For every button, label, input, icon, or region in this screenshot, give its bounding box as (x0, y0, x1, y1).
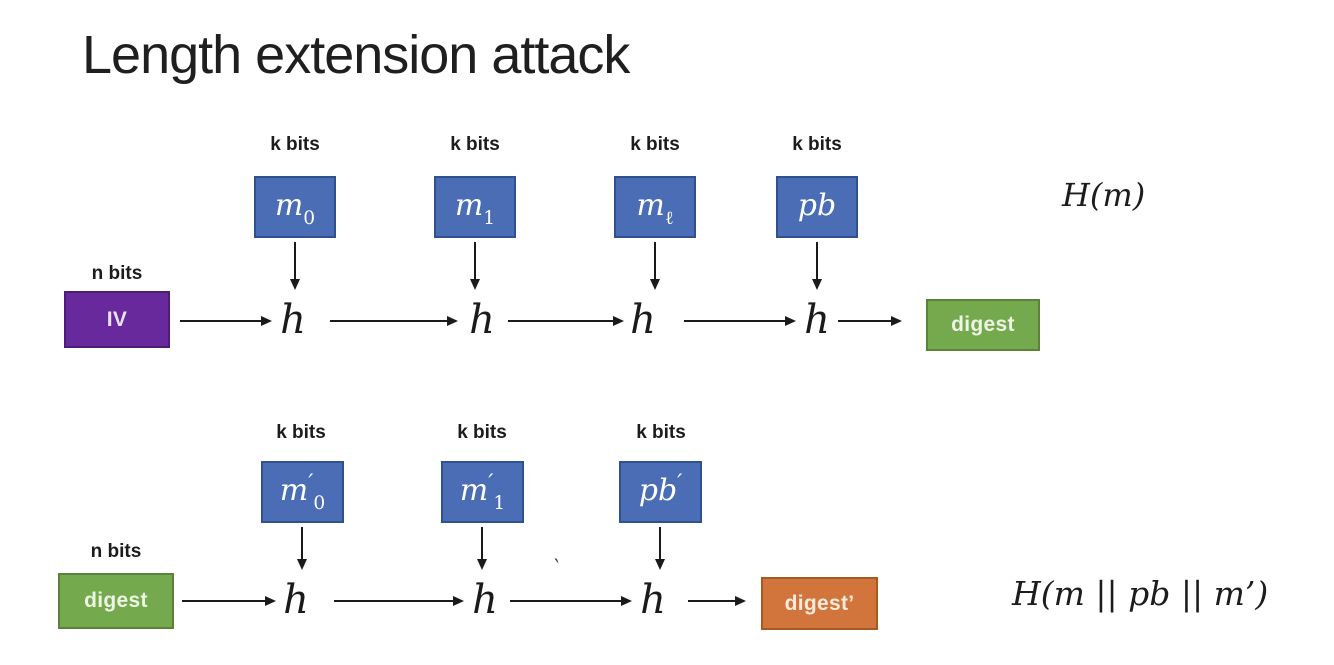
down-arrow-m0-prime (297, 527, 307, 570)
h-node-1: h (280, 297, 306, 343)
kbits-label-m0p: k bits (276, 422, 326, 443)
block-pb-prime-label: pb′ (638, 470, 683, 509)
h-node-5: h (283, 577, 309, 623)
formula-extended: H(m || pb || m’) (1012, 574, 1269, 613)
kbits-label-m1p: k bits (457, 422, 507, 443)
block-m0-prime-label: m′0 (279, 470, 326, 515)
digest-label: digest (951, 313, 1015, 336)
flow-arrow-h6-h7 (510, 596, 632, 606)
iv-box: IV (64, 291, 170, 348)
nbits-label-bottom: n bits (90, 541, 142, 562)
formula-hm: H(m) (1062, 176, 1146, 214)
slide-title: Length extension attack (82, 25, 630, 85)
flow-arrow-h3-h4 (684, 316, 796, 326)
block-m1-prime-label: m′1 (459, 470, 506, 515)
block-m1-label: m1 (454, 188, 496, 230)
block-pb: pb (776, 176, 858, 238)
kbits-label-m0: k bits (270, 134, 320, 155)
down-arrow-pb (812, 242, 822, 290)
block-m0: m0 (254, 176, 336, 238)
iv-label: IV (106, 307, 128, 331)
block-pb-prime: pb′ (619, 461, 702, 523)
digest-input-label: digest (84, 589, 148, 612)
flow-arrow-h5-h6 (334, 596, 464, 606)
down-arrow-ml (650, 242, 660, 290)
flow-arrow-h4-digest (838, 316, 902, 326)
flow-arrow-h1-h2 (330, 316, 458, 326)
down-arrow-pb-prime (655, 527, 665, 570)
block-ml: mℓ (614, 176, 696, 238)
block-m1: m1 (434, 176, 516, 238)
flow-arrow-h2-h3 (508, 316, 624, 326)
kbits-label-pb: k bits (792, 134, 842, 155)
h-node-2: h (469, 297, 495, 343)
block-m0-label: m0 (274, 188, 316, 230)
block-m1-prime: m′1 (441, 461, 524, 523)
digest-box: digest (926, 299, 1040, 351)
nbits-label-top: n bits (91, 263, 143, 284)
down-arrow-m0 (290, 242, 300, 290)
kbits-label-m1: k bits (450, 134, 500, 155)
digest-prime-label: digest’ (784, 591, 855, 615)
down-arrow-m1 (470, 242, 480, 290)
block-ml-label: mℓ (636, 188, 674, 230)
kbits-label-ml: k bits (630, 134, 680, 155)
kbits-label-pbp: k bits (636, 422, 686, 443)
cursor-artifact-icon: ‵ (554, 556, 559, 581)
flow-arrow-iv-h1 (180, 316, 272, 326)
h-node-7: h (640, 577, 666, 623)
block-pb-label: pb (797, 188, 837, 224)
flow-arrow-h7-digestprime (688, 596, 746, 606)
h-node-6: h (472, 577, 498, 623)
block-m0-prime: m′0 (261, 461, 344, 523)
digest-input-box: digest (58, 573, 174, 629)
h-node-3: h (630, 297, 656, 343)
flow-arrow-digest-h5 (182, 596, 276, 606)
down-arrow-m1-prime (477, 527, 487, 570)
digest-prime-box: digest’ (761, 577, 878, 630)
h-node-4: h (804, 297, 830, 343)
